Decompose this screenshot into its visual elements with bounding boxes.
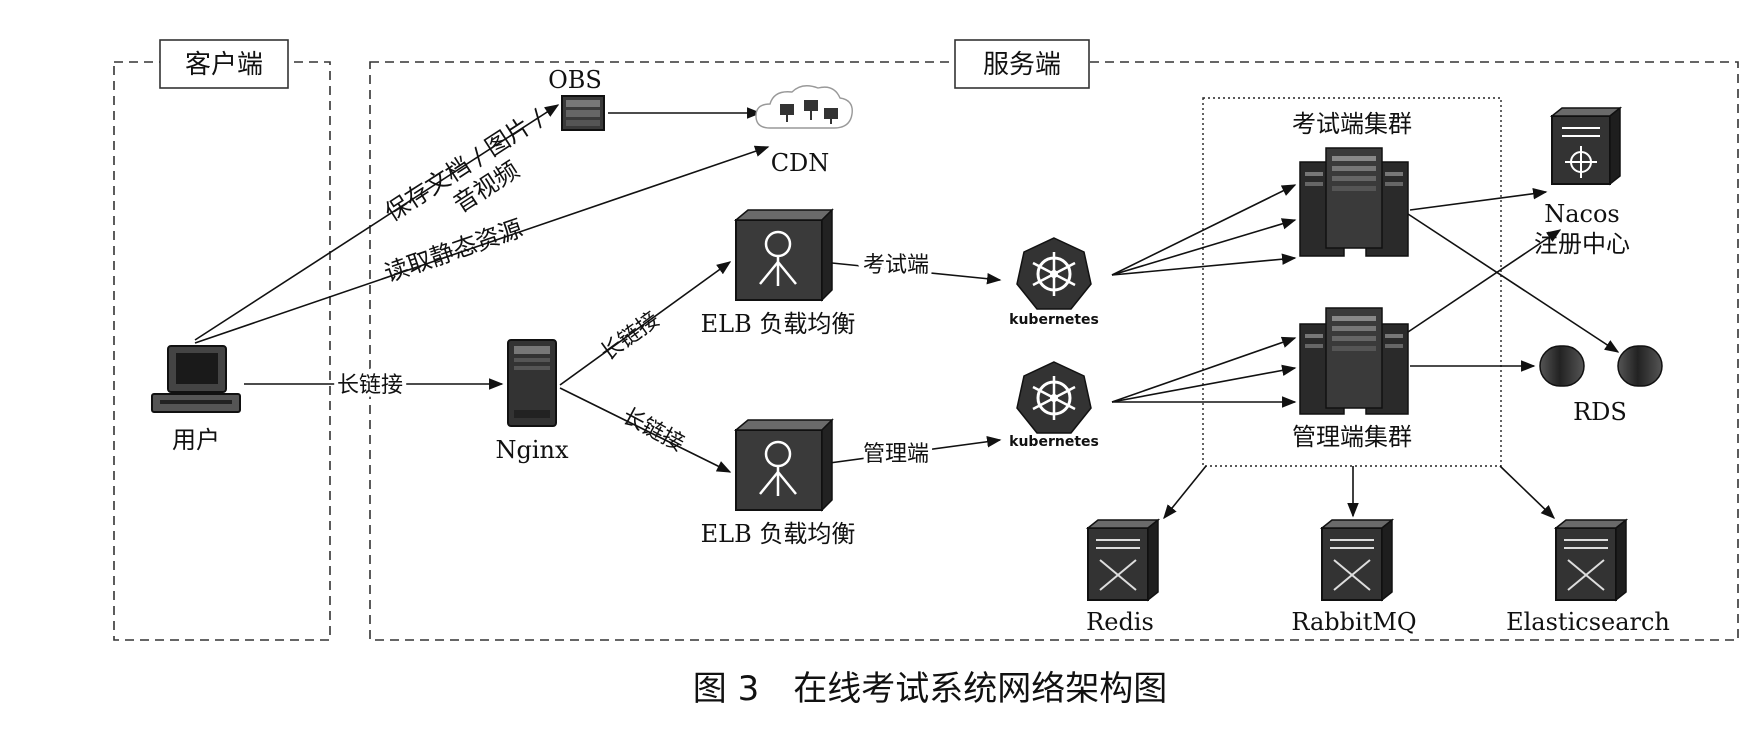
- cluster-group-box: [1202, 97, 1502, 467]
- server-region: 服务端: [369, 39, 1739, 641]
- figure-caption: 图 3 在线考试系统网络架构图: [693, 669, 1167, 709]
- rabbitmq-label: RabbitMQ: [1291, 608, 1416, 636]
- edge-user-cdn: [194, 145, 770, 344]
- elb-bottom-icon: [733, 418, 834, 512]
- obs-label: OBS: [548, 66, 602, 94]
- cdn-cloud-icon: [755, 85, 853, 129]
- elasticsearch-switch-icon: [1553, 518, 1629, 602]
- nacos-label: Nacos: [1544, 200, 1620, 228]
- redis-switch-icon: [1085, 518, 1161, 602]
- elb-bottom-label: ELB 负载均衡: [701, 520, 856, 548]
- edge-nginx-elb-bottom: [559, 387, 732, 473]
- client-region-label: 客户端: [185, 50, 263, 80]
- kubernetes-top-icon: [1016, 237, 1092, 310]
- edge-label-long-conn-top: 长链接: [596, 307, 664, 366]
- nginx-label: Nginx: [495, 436, 568, 464]
- edge-label-long-conn-user: 长链接: [337, 373, 403, 398]
- edge-user-obs: [194, 104, 560, 341]
- cdn-label: CDN: [771, 149, 830, 177]
- exam-cluster-label: 考试端集群: [1292, 110, 1412, 138]
- exam-cluster-servers-icon: [1299, 147, 1409, 257]
- admin-cluster-servers-icon: [1299, 307, 1409, 415]
- edge-elb-k8s-top: [821, 261, 1002, 285]
- kubernetes-top-label: kubernetes: [1009, 312, 1099, 328]
- nacos-subtitle-label: 注册中心: [1534, 230, 1630, 258]
- client-region: 客户端: [113, 39, 331, 641]
- connections: [194, 104, 1620, 520]
- edge-elb-k8s-bottom: [821, 436, 1002, 465]
- user-label: 用户: [172, 426, 220, 454]
- nacos-switch-icon: [1549, 106, 1623, 186]
- edge-label-long-conn-bottom: 长链接: [618, 404, 688, 457]
- rds-label: RDS: [1573, 398, 1627, 426]
- admin-cluster-label: 管理端集群: [1292, 423, 1412, 451]
- obs-storage-icon: [561, 95, 605, 131]
- elb-top-icon: [733, 208, 834, 302]
- nginx-server-icon: [507, 339, 557, 427]
- rds-database-icon: [1539, 345, 1663, 387]
- edge-label-exam-side: 考试端: [863, 253, 929, 278]
- kubernetes-bottom-label: kubernetes: [1009, 434, 1099, 450]
- server-region-label: 服务端: [983, 50, 1061, 80]
- edge-label-admin-side: 管理端: [863, 442, 929, 467]
- user-computer-icon: [151, 345, 241, 413]
- rabbitmq-switch-icon: [1319, 518, 1395, 602]
- elb-top-label: ELB 负载均衡: [701, 310, 856, 338]
- kubernetes-bottom-icon: [1016, 361, 1092, 434]
- elasticsearch-label: Elasticsearch: [1506, 608, 1670, 636]
- edge-label-read-static: 读取静态资源: [381, 214, 526, 287]
- edge-nginx-elb-top: [559, 261, 732, 386]
- redis-label: Redis: [1086, 608, 1154, 636]
